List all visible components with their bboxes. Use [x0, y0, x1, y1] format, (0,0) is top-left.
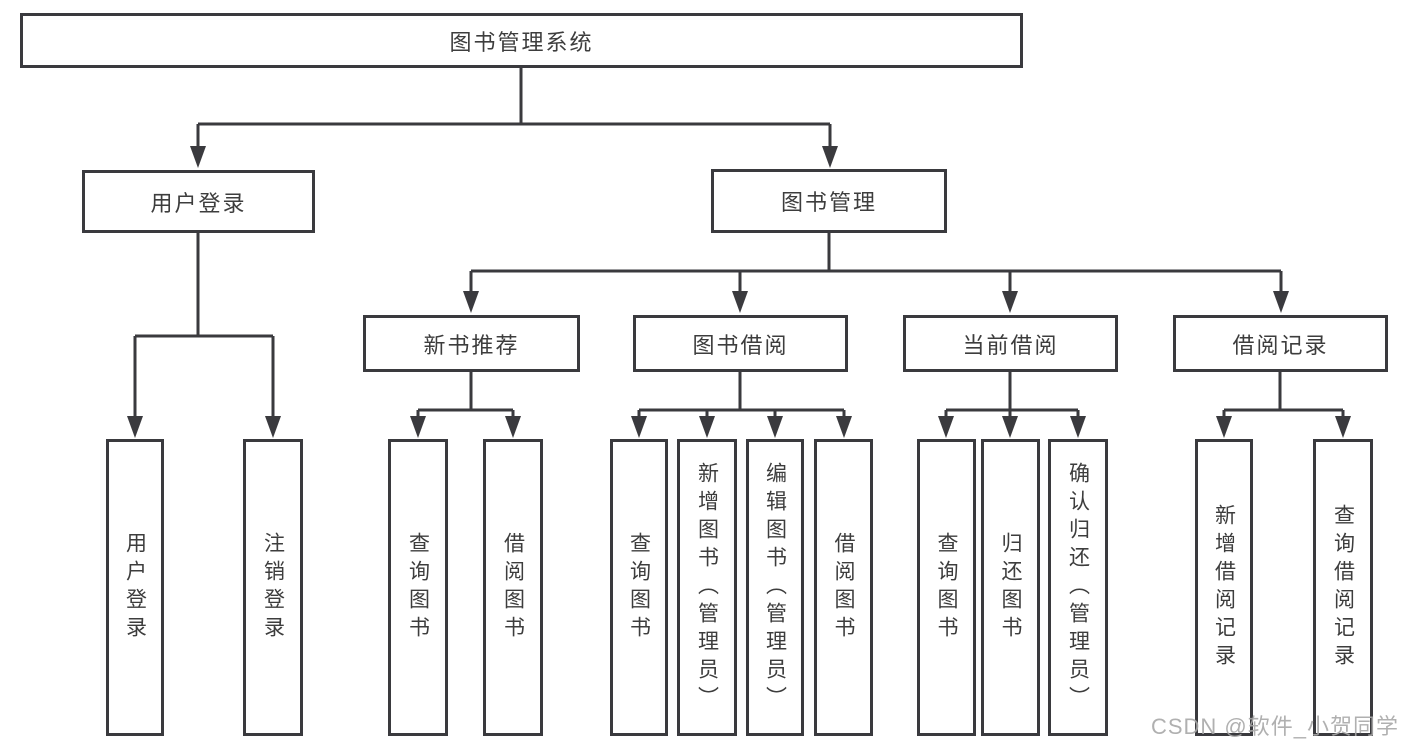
- leaf-label: 查询图书: [935, 531, 958, 644]
- leaf-edit-book-admin: 编辑图书（管理员）: [746, 439, 804, 736]
- leaf-label: 新增借阅记录: [1212, 503, 1236, 672]
- connector-borrowing-records: [1216, 372, 1351, 438]
- leaf-add-book-admin: 新增图书（管理员）: [677, 439, 737, 736]
- leaf-user-login: 用户登录: [106, 439, 164, 736]
- leaf-borrow-books-recommend: 借阅图书: [483, 439, 543, 736]
- connector-user-login: [127, 233, 281, 438]
- leaf-label: 查询图书: [627, 531, 651, 644]
- leaf-label: 编辑图书（管理员）: [763, 461, 787, 714]
- leaf-return-books: 归还图书: [981, 439, 1040, 736]
- connector-new-book-recommendation: [410, 372, 521, 438]
- node-label: 用户登录: [150, 190, 247, 216]
- node-new-book-recommendation: 新书推荐: [363, 315, 580, 372]
- node-label: 图书管理系统: [449, 29, 594, 55]
- leaf-borrow-books-borrowing: 借阅图书: [814, 439, 873, 736]
- leaf-label: 查询图书: [406, 531, 430, 644]
- node-user-login: 用户登录: [82, 170, 315, 233]
- leaf-add-borrow-record: 新增借阅记录: [1195, 439, 1253, 736]
- leaf-label: 确认归还（管理员）: [1066, 461, 1090, 714]
- node-label: 新书推荐: [423, 332, 520, 358]
- node-label: 借阅记录: [1232, 332, 1329, 358]
- node-book-management: 图书管理: [711, 169, 947, 233]
- node-label: 图书管理: [780, 190, 877, 215]
- connector-book-management: [463, 233, 1289, 313]
- csdn-watermark: CSDN @软件_小贺同学: [1150, 714, 1399, 739]
- node-library-management-system: 图书管理系统: [20, 13, 1023, 68]
- connector-root: [190, 68, 838, 168]
- leaf-label: 新增图书（管理员）: [695, 461, 719, 714]
- node-current-borrowing: 当前借阅: [903, 315, 1118, 372]
- leaf-query-books-borrowing: 查询图书: [610, 439, 668, 736]
- node-label: 当前借阅: [962, 332, 1059, 358]
- leaf-label: 注销登录: [261, 531, 285, 644]
- leaf-label: 归还图书: [999, 531, 1022, 644]
- leaf-query-books-current: 查询图书: [917, 439, 976, 736]
- leaf-label: 查询借阅记录: [1331, 503, 1355, 672]
- connector-book-borrowing: [631, 372, 852, 438]
- connector-current-borrowing: [938, 372, 1086, 438]
- node-borrowing-records: 借阅记录: [1173, 315, 1388, 372]
- leaf-label: 借阅图书: [501, 531, 525, 644]
- leaf-query-borrow-record: 查询借阅记录: [1313, 439, 1373, 736]
- node-book-borrowing: 图书借阅: [633, 315, 848, 372]
- node-label: 图书借阅: [692, 332, 789, 358]
- leaf-confirm-return-admin: 确认归还（管理员）: [1048, 439, 1108, 736]
- leaf-query-books-recommend: 查询图书: [388, 439, 448, 736]
- leaf-logout-login: 注销登录: [243, 439, 303, 736]
- leaf-label: 用户登录: [123, 531, 147, 644]
- leaf-label: 借阅图书: [832, 531, 855, 644]
